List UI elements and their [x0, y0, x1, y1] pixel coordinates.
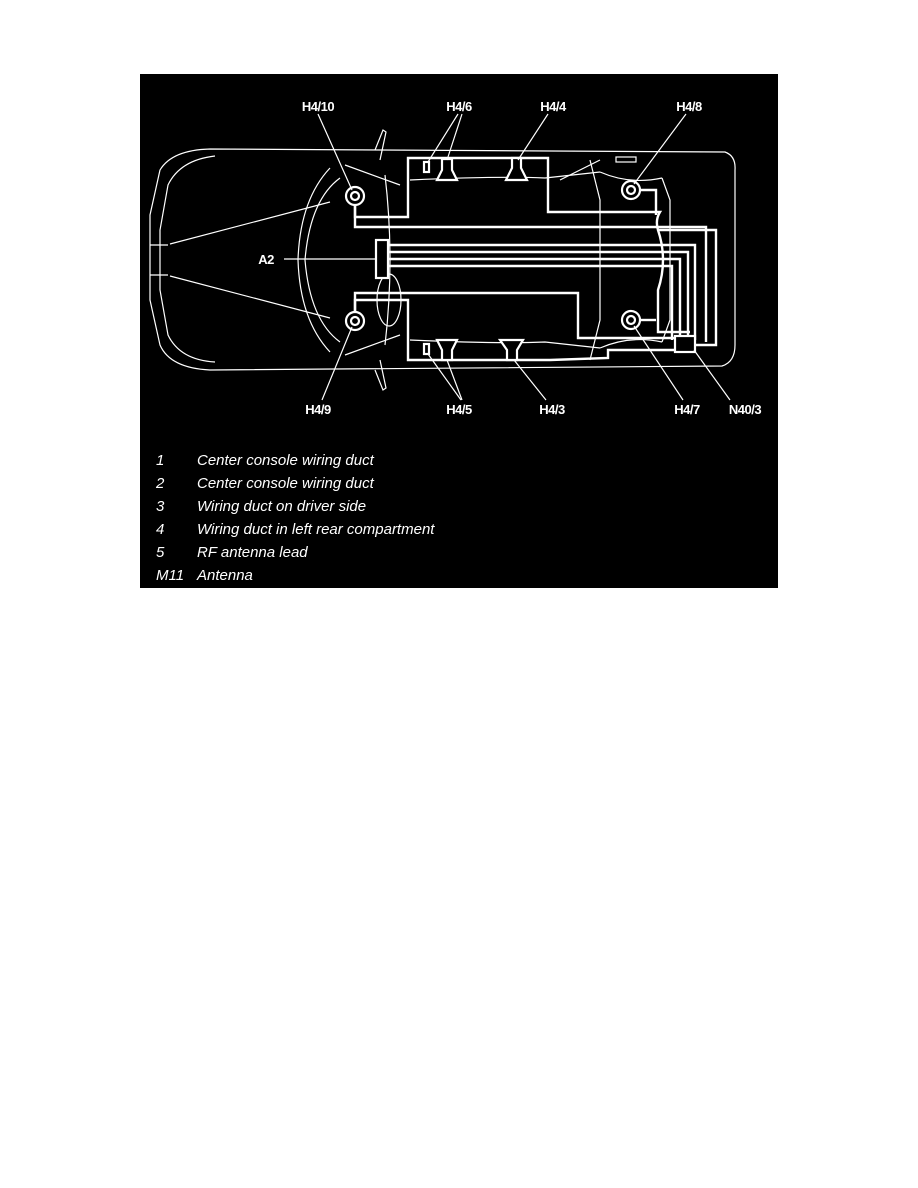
legend-item: 3 Wiring duct on driver side	[156, 495, 434, 518]
label-n40-3: N40/3	[729, 402, 761, 417]
leader-lines	[284, 113, 731, 401]
legend-text: Wiring duct on driver side	[197, 498, 367, 515]
legend-item: 4 Wiring duct in left rear compartment	[156, 518, 434, 541]
wiring-harness	[353, 156, 718, 362]
label-h4-10: H4/10	[302, 99, 334, 114]
legend-key: M11	[156, 567, 185, 584]
legend-text: Center console wiring duct	[197, 452, 374, 469]
car-outline-diagram: H4/10 H4/6 H4/4 H4/8 A2 H4/9 H4/5 H4/3 H…	[149, 99, 762, 417]
label-h4-5: H4/5	[446, 402, 472, 417]
tweeter-h4-5	[422, 342, 431, 356]
components	[344, 156, 697, 362]
legend-text: Center console wiring duct	[197, 475, 374, 492]
legend-text: RF antenna lead	[197, 544, 308, 561]
module-n40-3	[673, 334, 697, 354]
label-h4-9: H4/9	[305, 402, 331, 417]
amplifier-a2	[374, 238, 390, 280]
legend-key: 2	[156, 475, 165, 492]
legend-item: 5 RF antenna lead	[156, 541, 434, 564]
label-h4-8: H4/8	[676, 99, 702, 114]
legend-key: 3	[156, 498, 165, 515]
legend-text: Antenna	[197, 567, 253, 584]
label-h4-6: H4/6	[446, 99, 472, 114]
legend-item: 1 Center console wiring duct	[156, 449, 434, 472]
legend-text: Wiring duct in left rear compartment	[197, 521, 435, 538]
speaker-h4-4	[504, 156, 529, 182]
speaker-h4-5	[435, 338, 459, 362]
speaker-h4-6	[435, 157, 459, 182]
tweeter-h4-6	[422, 160, 431, 174]
legend-key: 4	[156, 521, 165, 538]
wiring-diagram: H4/10 H4/6 H4/4 H4/8 A2 H4/9 H4/5 H4/3 H…	[140, 74, 778, 588]
label-h4-4: H4/4	[540, 99, 567, 114]
speaker-h4-3	[497, 338, 525, 362]
legend-item: 2 Center console wiring duct	[156, 472, 434, 495]
label-h4-3: H4/3	[539, 402, 565, 417]
legend-key: 1	[156, 452, 165, 469]
label-h4-7: H4/7	[674, 402, 700, 417]
legend-key: 5	[156, 544, 165, 561]
legend-item: M11 Antenna	[156, 564, 434, 587]
label-a2: A2	[258, 252, 274, 267]
